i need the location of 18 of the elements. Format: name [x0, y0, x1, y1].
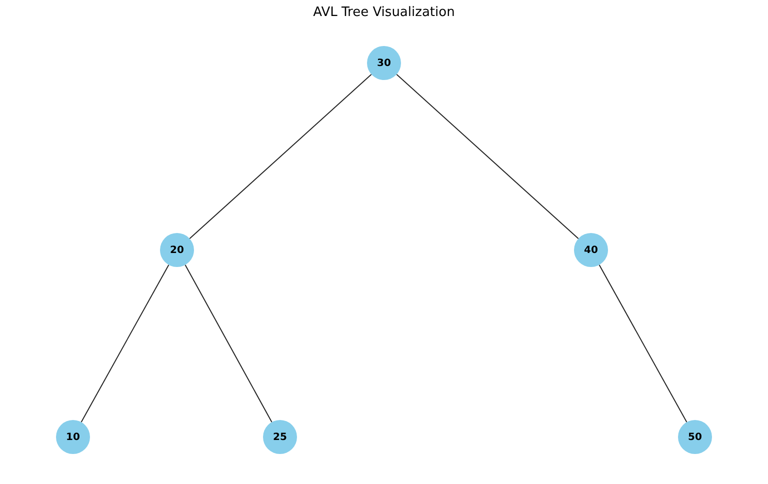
connector-line — [189, 74, 372, 240]
chart-title: AVL Tree Visualization — [313, 5, 455, 20]
node-value: 20 — [170, 244, 184, 256]
node-value: 50 — [688, 432, 702, 442]
node-value: 40 — [584, 244, 598, 256]
node-value: 10 — [66, 432, 80, 442]
tree-node-circle — [367, 46, 401, 80]
connector-line — [184, 264, 272, 423]
connector-line — [80, 264, 170, 423]
tree-node-circle — [160, 233, 194, 267]
tree-node-circle — [263, 420, 297, 454]
connector-line — [598, 264, 688, 423]
connector-line — [396, 74, 579, 240]
node-value: 25 — [273, 432, 287, 442]
node-value: 30 — [377, 58, 391, 68]
tree-node-circle — [678, 420, 712, 454]
tree-node-circle — [56, 420, 90, 454]
tree-node-circle — [574, 233, 608, 267]
